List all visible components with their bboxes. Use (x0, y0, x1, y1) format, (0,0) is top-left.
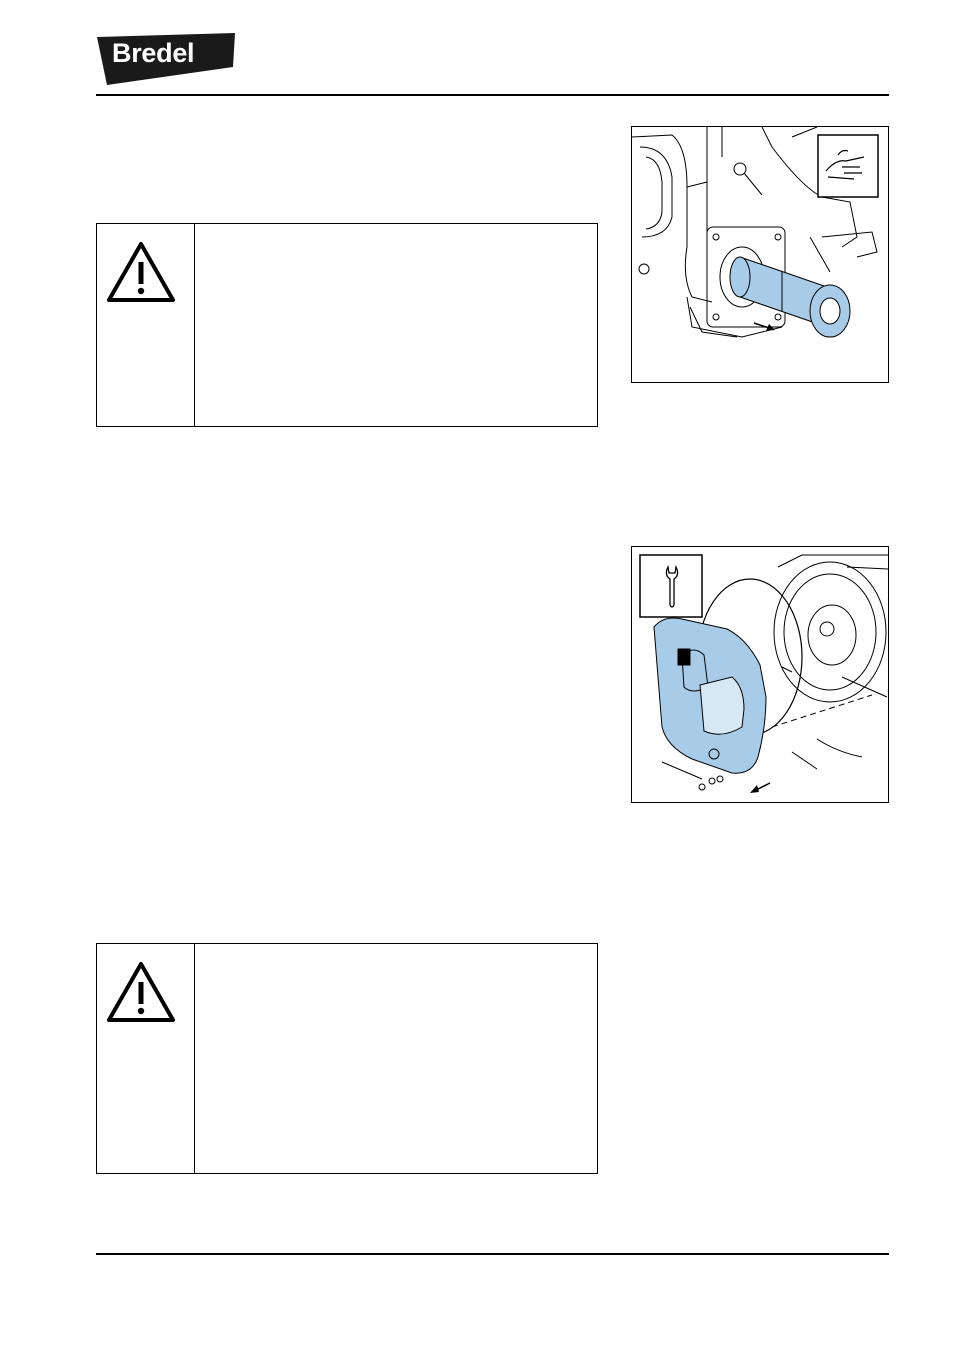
warning-icon-cell (97, 944, 195, 1173)
footer-rule (96, 1253, 889, 1255)
header-rule (96, 94, 889, 96)
shaft-illustration (632, 127, 879, 338)
cover-illustration (639, 554, 888, 793)
brand-logo (97, 33, 235, 85)
figure-shaft-removal (631, 126, 889, 383)
brand-name: Bredel (112, 38, 195, 68)
warning-triangle-icon (107, 962, 175, 1022)
warning-triangle-icon (107, 242, 175, 302)
warning-box (96, 223, 598, 427)
hand-icon (817, 134, 879, 198)
warning-icon-cell (97, 224, 195, 426)
warning-box (96, 943, 598, 1174)
figure-cover-removal (631, 546, 889, 803)
wrench-icon (639, 554, 703, 618)
